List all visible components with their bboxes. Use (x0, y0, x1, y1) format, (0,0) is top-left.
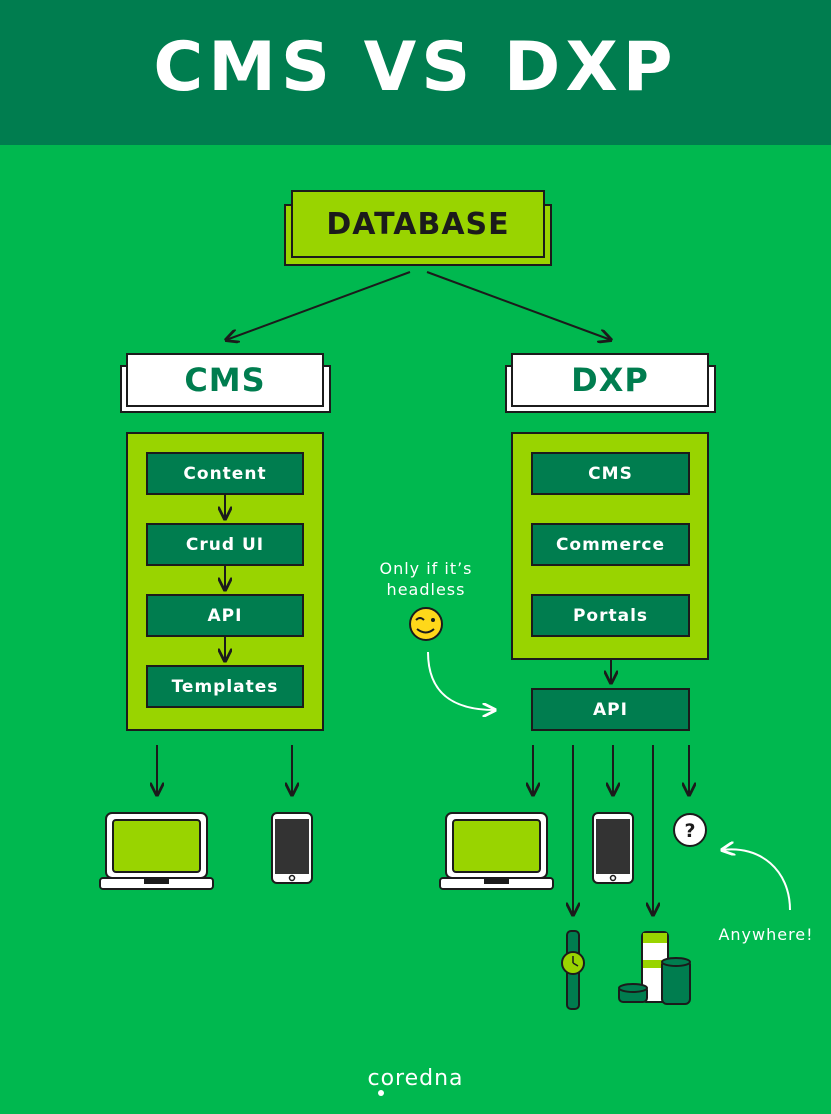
arrow-headless-note (427, 651, 495, 710)
cms-box-content (146, 452, 304, 495)
wink-face-icon (409, 607, 443, 641)
page-title: CMS VS DXP (153, 28, 678, 107)
header-bar (0, 0, 831, 145)
arrow-anywhere-note (722, 849, 791, 911)
dxp-portals-label: Portals (572, 605, 649, 626)
brand-dot (378, 1090, 384, 1096)
cms-heading: CMS (184, 361, 266, 399)
dxp-heading-card (505, 353, 716, 413)
dxp-box-cms (531, 452, 690, 495)
database-block (284, 190, 552, 266)
cms-stack-boxes (146, 452, 304, 708)
smartwatch-icon (561, 930, 585, 1010)
smart-speaker-icon (618, 931, 691, 1005)
cms-box-templates (146, 665, 304, 708)
dxp-api-label: API (593, 699, 628, 720)
dxp-heading: DXP (571, 361, 649, 399)
question-mark-icon: ? (673, 813, 707, 847)
cms-crud-ui-label: Crud UI (185, 534, 265, 555)
cms-box-crud-ui (146, 523, 304, 566)
laptop-icon (439, 812, 554, 890)
cms-content-label: Content (183, 463, 267, 484)
svg-text:?: ? (684, 820, 695, 842)
headless-note-line1: Only if it’s (379, 559, 473, 578)
dxp-box-portals (531, 594, 690, 637)
headless-note-line2: headless (386, 580, 466, 599)
phone-icon (271, 812, 313, 884)
cms-box-api (146, 594, 304, 637)
dxp-box-commerce (531, 523, 690, 566)
dxp-api-box (531, 688, 690, 731)
phone-icon (592, 812, 634, 884)
arrow-db-to-cms (226, 271, 411, 340)
cms-api-label: API (207, 605, 243, 626)
dxp-cms-label: CMS (588, 463, 633, 484)
database-label: DATABASE (326, 206, 510, 242)
cms-templates-label: Templates (171, 676, 279, 697)
headless-note: Only if it’s headless (356, 558, 496, 600)
arrow-db-to-dxp (426, 271, 611, 340)
laptop-icon (99, 812, 214, 890)
anywhere-note: Anywhere! (718, 925, 814, 944)
brand-logo: coredna (367, 1066, 464, 1091)
dxp-commerce-label: Commerce (555, 534, 666, 555)
cms-heading-card (120, 353, 331, 413)
dxp-stack-boxes (531, 452, 690, 637)
